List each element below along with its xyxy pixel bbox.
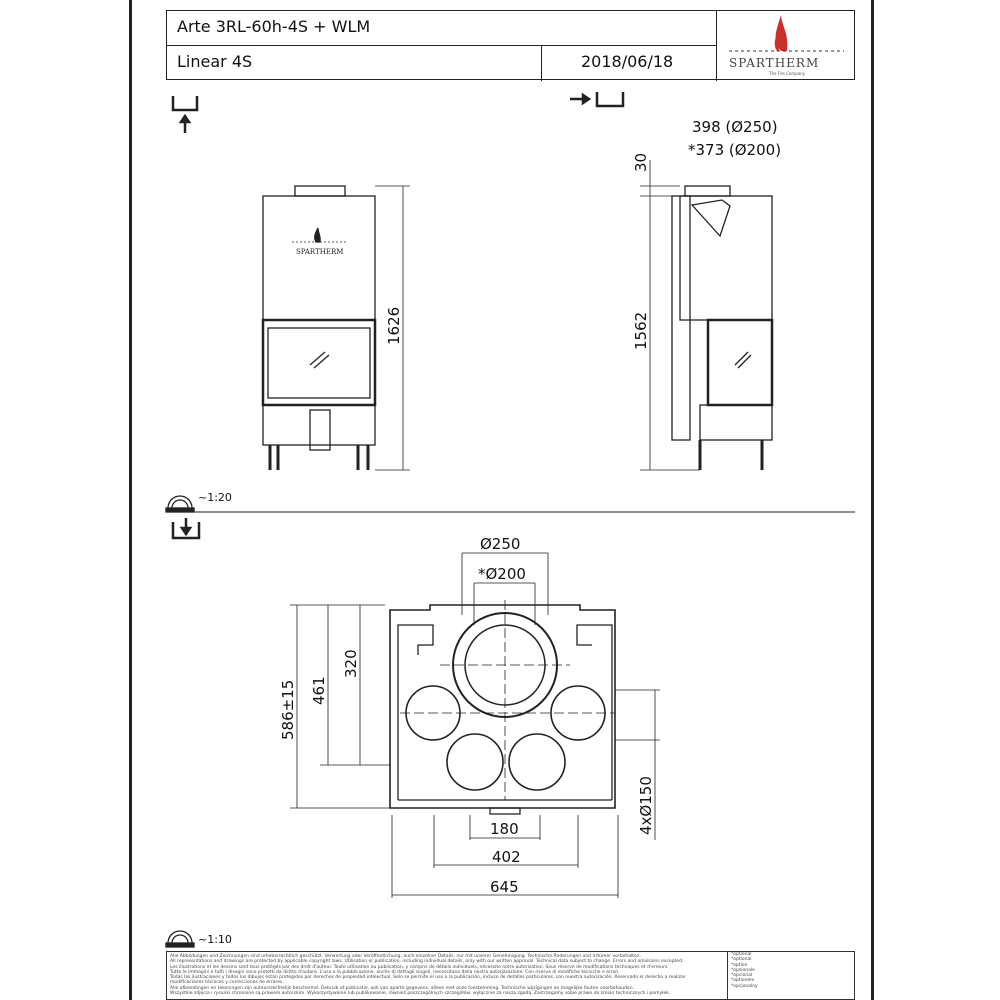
divider xyxy=(716,11,717,81)
scale-top: ~1:20 xyxy=(198,491,232,504)
legal-line: Wszystkie zdjęcia i rysunki chronione są… xyxy=(170,991,671,997)
logo-text: SPARTHERM xyxy=(729,56,820,70)
plan-view-drawing xyxy=(389,600,616,815)
page-border-right xyxy=(871,0,874,1000)
top-view-arrow-down-icon xyxy=(171,518,201,540)
dim-1626: 1626 xyxy=(385,307,403,345)
optional-label: *option xyxy=(731,962,748,968)
front-view-drawing xyxy=(261,185,410,471)
front-logo xyxy=(292,227,348,243)
dim-402: 402 xyxy=(492,848,521,866)
optional-label: *optional xyxy=(731,957,752,963)
dim-586: 586±15 xyxy=(279,680,297,740)
legal-line: All representations and drawings are pro… xyxy=(170,959,684,965)
drawing-date: 2018/06/18 xyxy=(581,52,674,71)
dim-4x150: 4xØ150 xyxy=(637,776,655,835)
legal-line: Alle afbeeldingen en tekeningen zijn aut… xyxy=(170,985,634,991)
scale-bottom: ~1:10 xyxy=(198,933,232,946)
divider xyxy=(167,45,716,46)
spartherm-logo: SPARTHERM The Fire Company xyxy=(719,11,854,81)
legal-line: Tutte le immagini e tutti i disegni sono… xyxy=(170,969,620,975)
page-border-left xyxy=(129,0,132,1000)
optional-label: *opcional xyxy=(731,973,753,979)
flame-icon xyxy=(729,15,844,52)
legal-line: Les illustrations et les dessins sont to… xyxy=(170,964,669,970)
title-block: Arte 3RL-60h-4S + WLM Linear 4S 2018/06/… xyxy=(166,10,855,81)
dim-461: 461 xyxy=(310,676,328,705)
front-view-arrow-up-icon xyxy=(171,96,199,133)
dim-645: 645 xyxy=(490,878,519,896)
front-logo-text: SPARTHERM xyxy=(296,248,343,256)
optional-label: *optional xyxy=(731,952,752,957)
dim-180: 180 xyxy=(490,820,519,838)
dim-1562: 1562 xyxy=(632,312,650,350)
legal-line: Alle Abbildungen und Zeichnungen sind ur… xyxy=(170,954,642,959)
legal-notice: Alle Abbildungen und Zeichnungen sind ur… xyxy=(166,951,855,1000)
dim-320: 320 xyxy=(342,649,360,678)
dim-30: 30 xyxy=(632,153,650,172)
scale-icon xyxy=(165,495,195,948)
legal-line: Todas las ilustraciones y todos los dibu… xyxy=(170,975,686,986)
dim-373: *373 (Ø200) xyxy=(688,141,781,159)
series-name: Linear 4S xyxy=(177,52,253,71)
dim-d200: *Ø200 xyxy=(478,565,526,583)
divider xyxy=(541,45,542,81)
optional-label: *opzionale xyxy=(731,967,755,973)
optional-label: *opcjonalny xyxy=(731,983,758,989)
dim-398: 398 (Ø250) xyxy=(692,118,778,136)
plan-dimension-lines xyxy=(290,552,660,898)
side-view-arrow-right-icon xyxy=(570,92,625,108)
logo-tagline: The Fire Company xyxy=(769,71,806,76)
optional-label: *optionele xyxy=(731,978,755,984)
side-view-drawing xyxy=(640,160,774,471)
model-name: Arte 3RL-60h-4S + WLM xyxy=(177,17,371,36)
dim-d250: Ø250 xyxy=(480,535,520,553)
